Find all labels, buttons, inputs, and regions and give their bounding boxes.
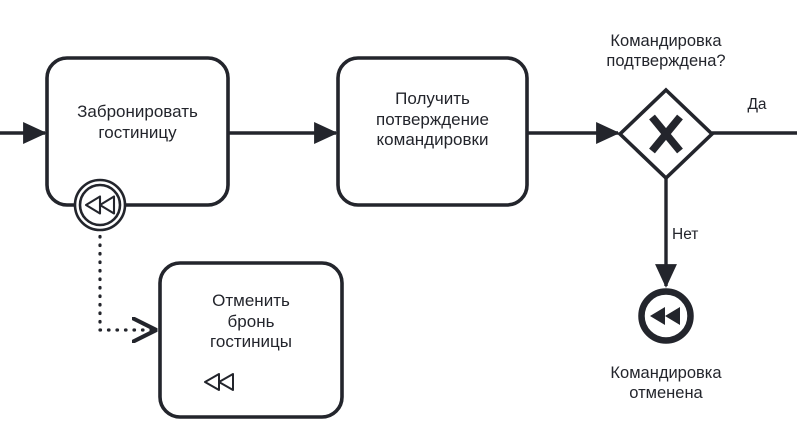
end-compensation-event[interactable] xyxy=(638,288,694,344)
task-book-hotel[interactable] xyxy=(45,56,230,207)
gateway-x-icon xyxy=(649,114,683,154)
compensation-marker-icon xyxy=(204,373,234,391)
gateway-trip-confirmed[interactable] xyxy=(617,87,715,181)
task-cancel-hotel[interactable] xyxy=(158,261,344,419)
compensation-association xyxy=(98,226,155,330)
task-receive-confirmation[interactable] xyxy=(336,56,529,207)
rewind-filled-icon xyxy=(650,307,680,325)
rewind-outline-icon xyxy=(84,195,116,215)
boundary-compensation-event[interactable] xyxy=(73,178,127,232)
